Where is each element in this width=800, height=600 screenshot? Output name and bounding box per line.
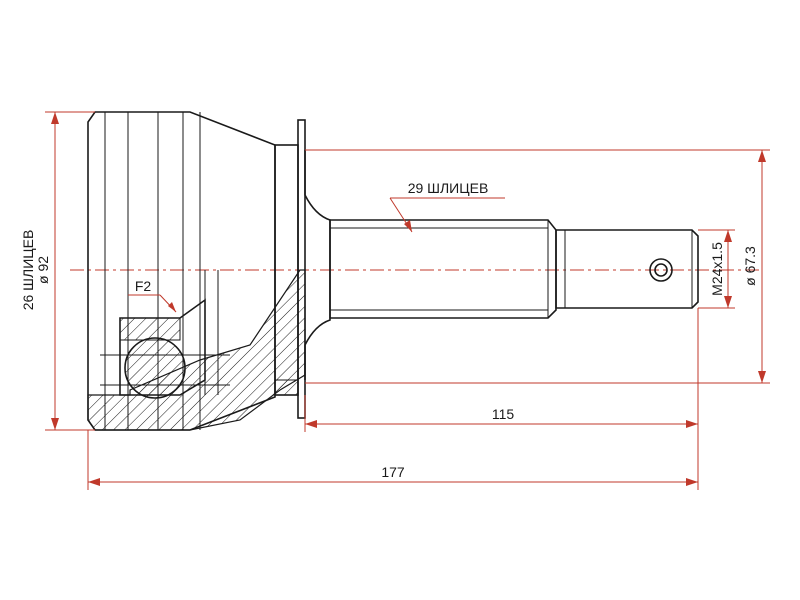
dim-length-total <box>87 430 699 490</box>
dim-outer-diameter <box>45 111 95 431</box>
detail-label: F2 <box>135 278 152 294</box>
flange <box>274 119 306 419</box>
neck <box>304 150 331 380</box>
ball <box>124 337 186 399</box>
inner-splines-label: 26 ШЛИЦЕВ <box>20 230 36 311</box>
outer-splines-label: 29 ШЛИЦЕВ <box>408 180 489 196</box>
dim-thread <box>698 229 735 309</box>
outer-diameter-label: ø 92 <box>35 256 51 284</box>
outer-splines-leader <box>389 197 505 233</box>
detail-leader <box>128 294 177 313</box>
dim-stem-diameter <box>305 149 770 384</box>
thread-label: M24x1.5 <box>709 242 725 296</box>
dim-length-stem <box>304 308 699 432</box>
length-stem-label: 115 <box>492 406 515 422</box>
length-total-label: 177 <box>381 464 405 480</box>
threaded-stem <box>555 229 699 309</box>
cotter-hole <box>649 258 673 282</box>
stem-diameter-label: ø 67.3 <box>742 246 758 286</box>
splined-shaft <box>329 219 557 319</box>
